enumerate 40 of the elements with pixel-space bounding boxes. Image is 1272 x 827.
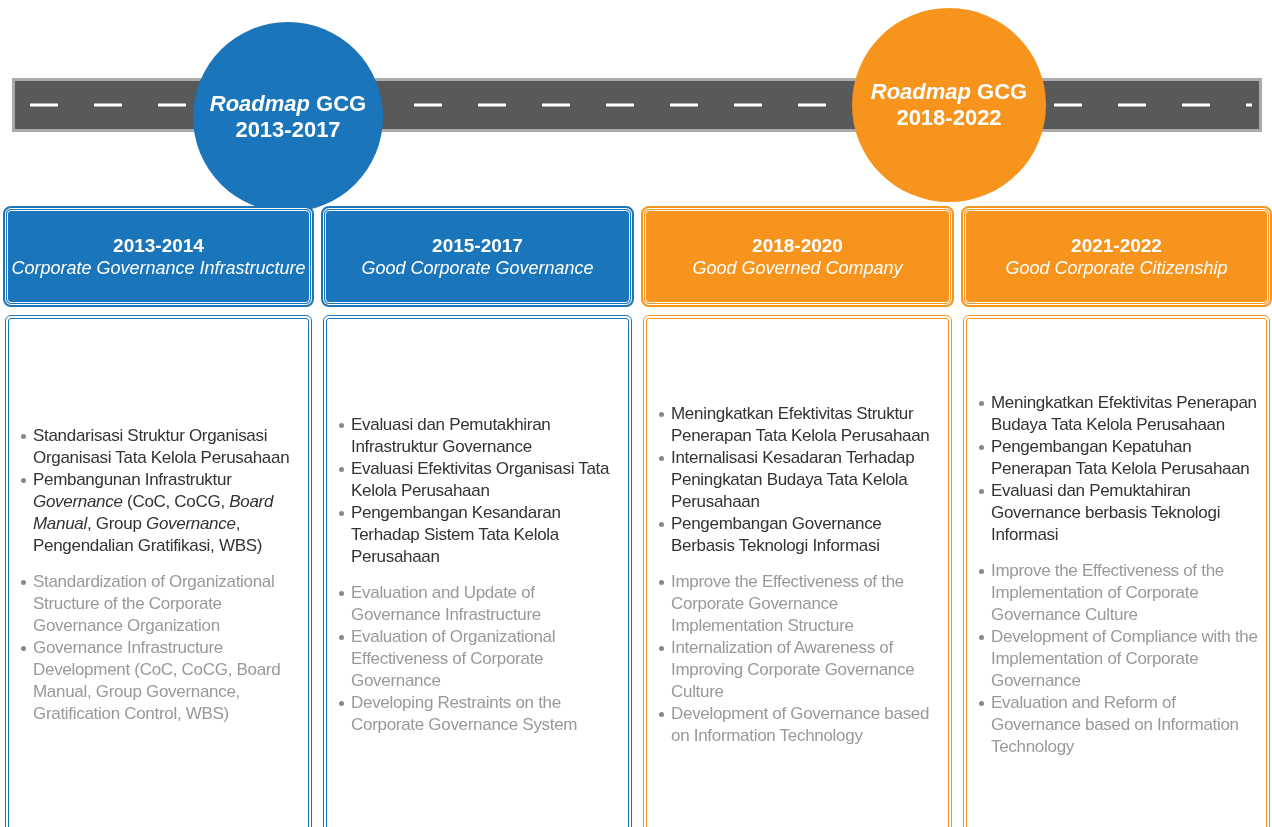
phase-title: Good Corporate Citizenship	[1005, 256, 1228, 280]
content-panel	[643, 315, 952, 827]
bullet-text: Evaluasi dan Pemutakhiran Infrastruktur Governance	[337, 414, 622, 458]
roadmap-title: Roadmap GCG 2018-2022	[869, 79, 1029, 131]
bullet-text: Pengembangan Governance Berbasis Teknologi Informasi	[657, 513, 942, 557]
phase-title: Corporate Governance Infrastructure	[11, 256, 306, 280]
content-panel	[5, 315, 312, 827]
period-header	[963, 208, 1270, 305]
bullet-text: Meningkatkan Efektivitas Penerapan Budaya Tata Kelola Perusahaan	[977, 392, 1260, 436]
translation-text: Evaluation and Reform of Governance based on Information Technology	[977, 692, 1260, 758]
bullet-text: Pembangunan Infrastruktur Governance (CoC, CoCG, Board Manual, Group Governance, Pengendalian Gratifikasi, WBS)	[19, 469, 302, 557]
translation-text: Development of Governance based on Information Technology	[657, 703, 942, 747]
translation-text: Evaluation of Organizational Effectiveness of Corporate Governance	[337, 626, 622, 692]
bullet-text: Meningkatkan Efektivitas Struktur Penerapan Tata Kelola Perusahaan	[657, 403, 942, 447]
phase-title: Good Corporate Governance	[361, 256, 594, 280]
bullet-text: Evaluasi Efektivitas Organisasi Tata Kelola Perusahaan	[337, 458, 622, 502]
period-year: 2013-2014	[113, 233, 204, 257]
period-year: 2018-2020	[752, 233, 843, 257]
period-header	[323, 208, 632, 305]
period-header	[643, 208, 952, 305]
period-header	[5, 208, 312, 305]
translation-text: Developing Restraints on the Corporate Governance System	[337, 692, 622, 736]
bullet-text: Evaluasi dan Pemuktahiran Governance berbasis Teknologi Informasi	[977, 480, 1260, 546]
translation-text: Evaluation and Update of Governance Infrastructure	[337, 582, 622, 626]
bullet-text: Pengembangan Kesandaran Terhadap Sistem Tata Kelola Perusahaan	[337, 502, 622, 568]
content-panel	[323, 315, 632, 827]
bullet-text: Internalisasi Kesadaran Terhadap Peningkatan Budaya Tata Kelola Perusahaan	[657, 447, 942, 513]
bullet-text: Pengembangan Kepatuhan Penerapan Tata Kelola Perusahaan	[977, 436, 1260, 480]
bullet-text: Standarisasi Struktur Organisasi Organisasi Tata Kelola Perusahaan	[19, 425, 302, 469]
period-year: 2021-2022	[1071, 233, 1162, 257]
content-panel	[963, 315, 1270, 827]
translation-text: Improve the Effectiveness of the Implementation of Corporate Governance Culture	[977, 560, 1260, 626]
translation-text: Improve the Effectiveness of the Corporate Governance Implementation Structure	[657, 571, 942, 637]
roadmap-title: Roadmap GCG 2013-2017	[208, 91, 368, 143]
phase-title: Good Governed Company	[692, 256, 903, 280]
translation-text: Development of Compliance with the Implementation of Corporate Governance	[977, 626, 1260, 692]
translation-text: Standardization of Organizational Structure of the Corporate Governance Organization	[19, 571, 302, 637]
translation-text: Internalization of Awareness of Improving Corporate Governance Culture	[657, 637, 942, 703]
translation-text: Governance Infrastructure Development (CoC, CoCG, Board Manual, Group Governance, Gratification Control, WBS)	[19, 637, 302, 725]
period-year: 2015-2017	[432, 233, 523, 257]
